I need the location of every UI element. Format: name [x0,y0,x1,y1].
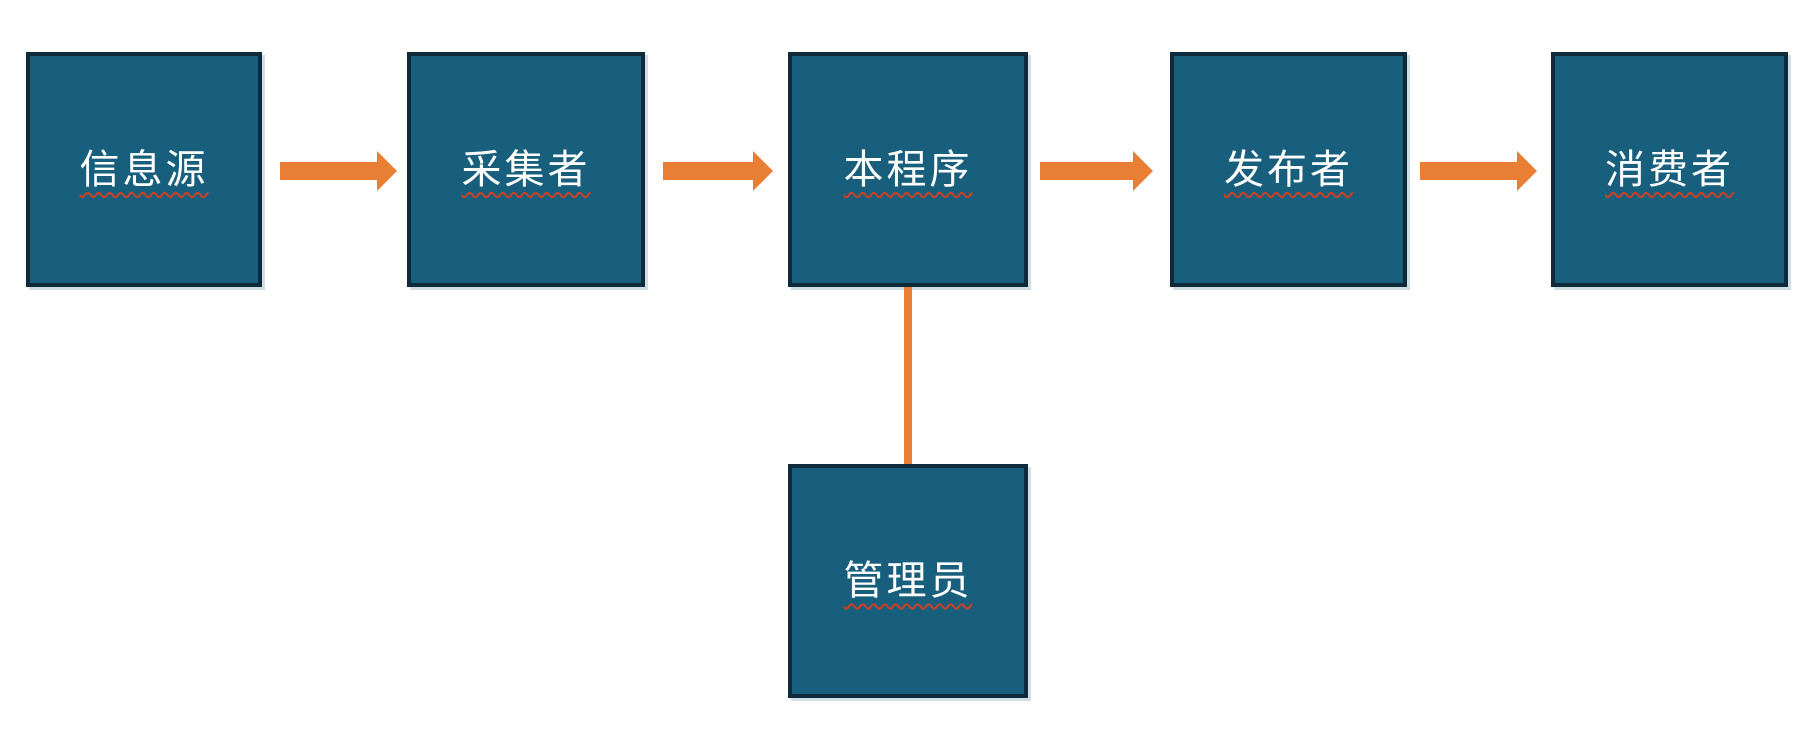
arrow-program-to-publisher [1040,151,1153,191]
arrow-info-source-to-collector [280,151,397,191]
node-info-source-label: 信息源 [79,146,209,192]
node-administrator: 管理员 [788,464,1028,698]
node-collector-label: 采集者 [461,146,591,192]
node-this-program: 本程序 [788,52,1028,287]
node-this-program-label: 本程序 [843,146,973,192]
connector-program-to-administrator [904,287,912,464]
node-publisher: 发布者 [1170,52,1407,287]
arrow-collector-to-program [663,151,773,191]
node-administrator-label: 管理员 [843,558,973,603]
node-consumer-label: 消费者 [1605,146,1734,192]
node-publisher-label: 发布者 [1224,146,1353,192]
node-consumer: 消费者 [1551,52,1788,287]
node-collector: 采集者 [407,52,645,287]
node-info-source: 信息源 [26,52,262,287]
arrow-publisher-to-consumer [1420,151,1537,191]
